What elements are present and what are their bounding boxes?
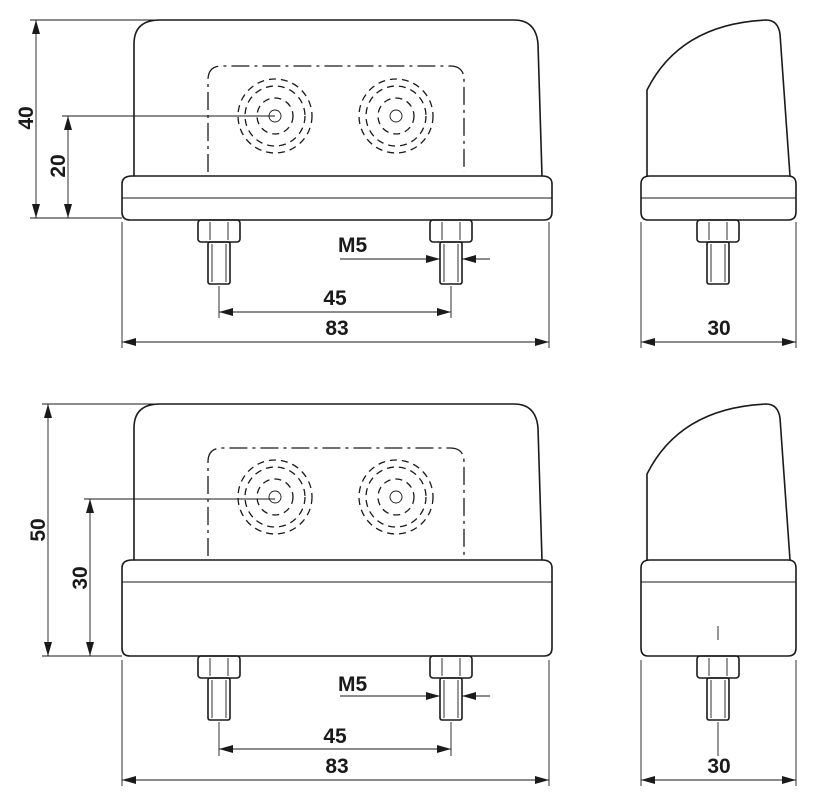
- upper-height-center-label: 20: [47, 154, 70, 177]
- lens-right-icon: [358, 78, 434, 154]
- upper-side-view: 30: [640, 19, 797, 348]
- upper-side-bolt-icon: [696, 219, 740, 285]
- upper-width-label: 83: [325, 317, 348, 340]
- lower-bolt-right-icon: [429, 655, 473, 721]
- upper-depth-label: 30: [707, 317, 730, 340]
- lower-side-bolt-icon: [696, 655, 740, 721]
- upper-front-view: 40 20 M5 45 83: [15, 19, 553, 348]
- lower-lens-left-icon: [237, 459, 313, 535]
- upper-thread-label: M5: [338, 234, 367, 257]
- upper-height-total-label: 40: [15, 106, 38, 129]
- upper-bolt-spacing-label: 45: [323, 287, 347, 310]
- lower-width-label: 83: [325, 755, 348, 778]
- lower-thread-label: M5: [338, 673, 367, 696]
- lower-height-center-label: 30: [69, 566, 92, 589]
- lower-side-view: 30: [640, 403, 797, 786]
- lower-depth-label: 30: [707, 755, 730, 778]
- lower-front-view: 50 30 M5 45 83: [27, 403, 553, 786]
- bolt-right-icon: [429, 219, 473, 285]
- lower-bolt-left-icon: [197, 655, 241, 721]
- bolt-left-icon: [197, 219, 241, 285]
- lower-bolt-spacing-label: 45: [323, 725, 347, 748]
- lower-height-total-label: 50: [27, 518, 50, 541]
- lower-lens-right-icon: [358, 459, 434, 535]
